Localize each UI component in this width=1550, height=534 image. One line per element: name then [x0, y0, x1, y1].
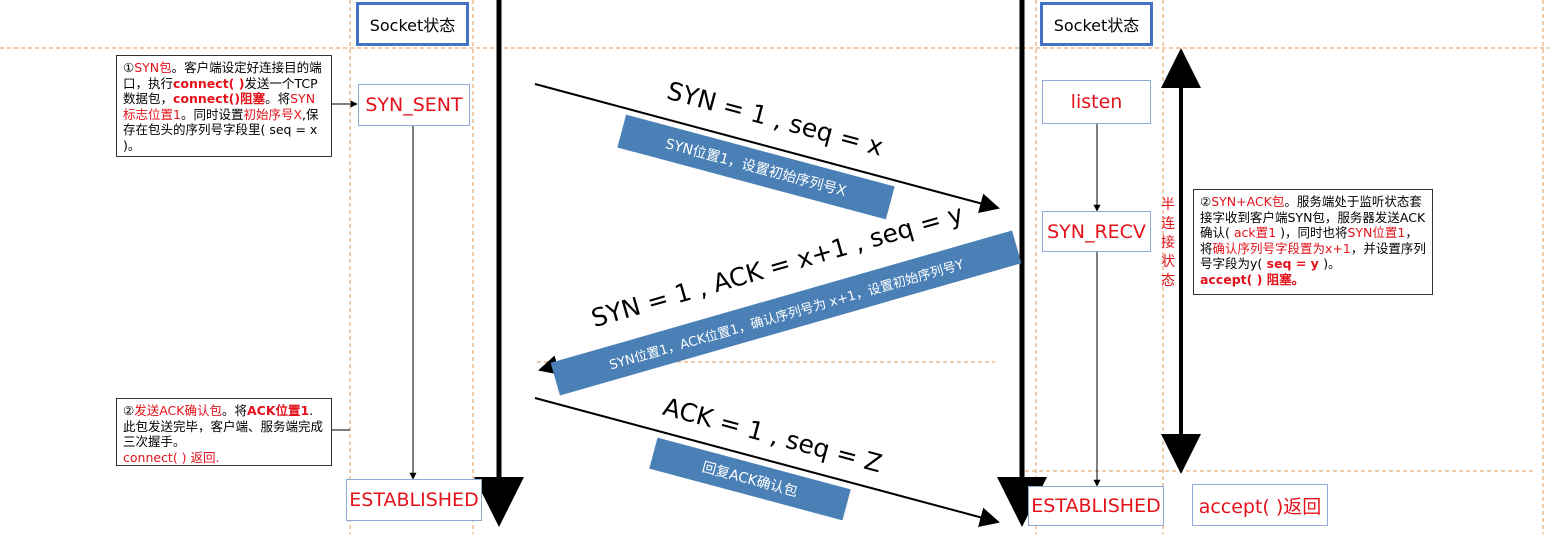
note-text: 。服务端处于监听状态套接字收到客户端SYN包，服务器发送ACK确认(: [1200, 194, 1426, 240]
server-state-syn-recv: SYN_RECV: [1042, 211, 1151, 252]
client-ack-note: ②发送ACK确认包。将ACK位置1.此包发送完毕，客户端、服务端完成三次握手。c…: [116, 398, 332, 466]
client-syn-note: ①SYN包。客户端设定好连接目的端口，执行connect( )发送一个TCP数据…: [116, 55, 332, 157]
half-connection-label: 半 连 接 状 态: [1158, 196, 1178, 291]
note-text: ②: [1200, 194, 1212, 209]
note-text: .此包发送完毕，客户端、服务端完成三次握手。: [123, 403, 324, 449]
server-accept-return: accept( )返回: [1192, 484, 1328, 526]
half-connection-char: 连: [1161, 216, 1175, 232]
note-text: 。将: [221, 403, 247, 418]
note-text: connect( ) 返回.: [123, 449, 220, 465]
note-text: ack置1: [1229, 225, 1277, 240]
note-text: ACK位置1: [247, 403, 310, 418]
note-text: ,保存在包头的序列号字段里( seq = x )。: [123, 106, 319, 153]
half-connection-char: 半: [1161, 197, 1175, 213]
server-socket-state-header: Socket状态: [1040, 2, 1153, 46]
note-text: connect( ): [173, 75, 245, 91]
ack-arrow: [534, 397, 1000, 528]
note-text: 初始序号X: [243, 106, 303, 122]
note-text: SYN+ACK包: [1211, 194, 1285, 209]
note-text: accept( ) 阻塞。: [1200, 271, 1305, 287]
note-text: seq = y: [1262, 256, 1324, 271]
note-text: 。客户端设定好连接目的端口，执行: [123, 60, 322, 91]
note-text: SYN标志位置1: [123, 91, 316, 122]
note-text: )，同时也将: [1276, 225, 1348, 240]
note-text: 发送一个TCP数据包，: [123, 75, 318, 107]
note-text: ①: [123, 60, 135, 75]
server-syn-ack-note: ②SYN+ACK包。服务端处于监听状态套接字收到客户端SYN包，服务器发送ACK…: [1193, 189, 1433, 295]
note-text: ，并设置序列号字段为y(: [1200, 240, 1426, 272]
note-text: 发送ACK确认包: [134, 403, 222, 418]
half-connection-char: 状: [1161, 254, 1175, 270]
half-connection-char: 接: [1161, 235, 1175, 251]
client-state-established: ESTABLISHED: [346, 479, 482, 521]
note-text: )。: [1323, 256, 1341, 271]
note-text: connect()阻塞: [173, 91, 266, 106]
client-socket-state-header: Socket状态: [356, 2, 469, 46]
note-text: SYN包: [134, 60, 172, 75]
half-connection-char: 态: [1161, 273, 1175, 289]
note-text: 。同时设置: [180, 106, 244, 122]
note-text: ②: [123, 403, 135, 418]
server-state-established: ESTABLISHED: [1028, 486, 1164, 526]
server-state-listen: listen: [1042, 80, 1151, 124]
client-state-syn-sent: SYN_SENT: [358, 84, 470, 126]
syn-arrow: [534, 83, 1000, 214]
note-text: ，将: [1200, 225, 1418, 256]
note-text: 确认序列号字段置为x+1: [1212, 240, 1351, 256]
note-text: 。将: [265, 91, 291, 106]
note-text: SYN位置1: [1347, 225, 1406, 240]
